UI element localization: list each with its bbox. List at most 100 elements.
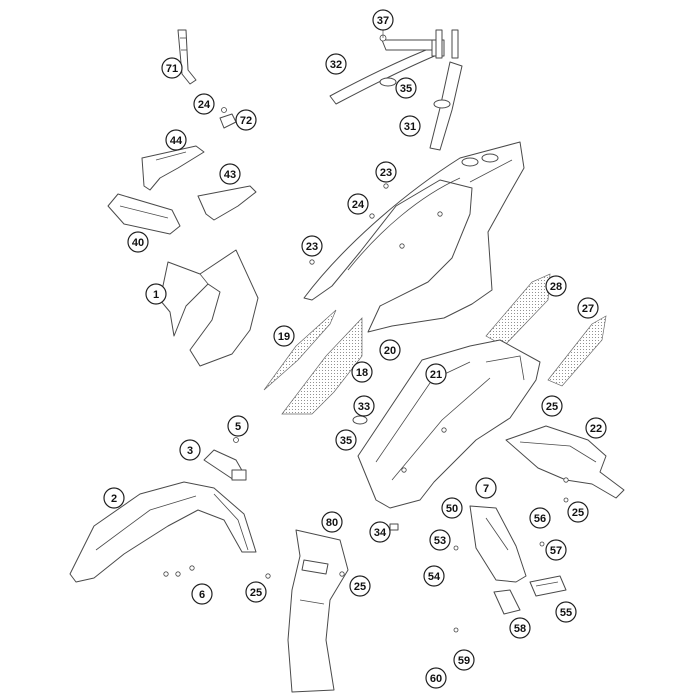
- callout-label: 19: [278, 331, 290, 343]
- callout-25b: 25: [349, 575, 371, 597]
- callout-label: 43: [224, 169, 236, 181]
- callout-label: 37: [377, 15, 389, 27]
- callout-label: 25: [572, 507, 584, 519]
- callout-label: 23: [380, 167, 392, 179]
- parts-artwork: [69, 29, 625, 693]
- callout-40: 40: [127, 231, 149, 253]
- callout-57: 57: [545, 539, 567, 561]
- callout-label: 80: [326, 517, 338, 529]
- part-28-decal: [485, 273, 551, 347]
- callout-label: 57: [550, 545, 562, 557]
- callout-25d: 25: [567, 501, 589, 523]
- callout-label: 18: [356, 367, 368, 379]
- part-80-rear-fender-hugger: [265, 529, 349, 693]
- callout-58: 58: [509, 617, 531, 639]
- callout-28: 28: [545, 275, 567, 297]
- callout-24b: 24: [347, 193, 369, 215]
- callout-23a: 23: [375, 161, 397, 183]
- part-21-airbox: [357, 339, 541, 509]
- callout-50: 50: [441, 497, 463, 519]
- callout-59: 59: [453, 649, 475, 671]
- callout-34: 34: [369, 521, 391, 543]
- callout-44: 44: [165, 129, 187, 151]
- callout-label: 6: [199, 589, 205, 601]
- callout-label: 23: [306, 241, 318, 253]
- callout-27: 27: [577, 297, 599, 319]
- callout-label: 28: [550, 281, 562, 293]
- callout-label: 25: [354, 581, 366, 593]
- callout-43: 43: [219, 163, 241, 185]
- part-50-license-plate-holder: [469, 505, 527, 583]
- callout-label: 25: [546, 401, 558, 413]
- callout-label: 40: [132, 237, 144, 249]
- callout-60: 60: [425, 667, 447, 689]
- part-34-nut: [389, 523, 399, 531]
- callout-35: 35: [395, 77, 417, 99]
- callout-32: 32: [325, 53, 347, 75]
- part-44-bracket: [141, 145, 205, 191]
- callout-label: 24: [198, 99, 211, 111]
- callout-25a: 25: [541, 395, 563, 417]
- part-2-front-fender: [69, 481, 257, 583]
- callout-label: 1: [153, 289, 159, 301]
- callout-72: 72: [235, 109, 257, 131]
- callout-label: 34: [374, 527, 387, 539]
- part-3-bracket: [203, 437, 247, 481]
- callout-label: 31: [404, 121, 416, 133]
- callout-label: 53: [434, 535, 446, 547]
- callout-label: 33: [358, 401, 370, 413]
- callout-label: 58: [514, 623, 526, 635]
- callout-23b: 23: [301, 235, 323, 257]
- callout-label: 25: [250, 587, 262, 599]
- part-32-grab-handle: [329, 34, 445, 105]
- callout-label: 5: [235, 421, 241, 433]
- part-72-clip: [219, 107, 237, 129]
- callout-label: 55: [560, 607, 572, 619]
- callout-7: 7: [475, 477, 497, 499]
- part-55-reflector: [529, 575, 567, 597]
- callout-5: 5: [227, 415, 249, 437]
- part-43-bracket: [197, 185, 257, 221]
- callout-53: 53: [429, 529, 451, 551]
- part-19-decal: [263, 309, 337, 391]
- callout-35b: 35: [335, 429, 357, 451]
- part-1-headlight-mask: [159, 249, 259, 367]
- callout-label: 20: [384, 345, 396, 357]
- callout-20: 20: [379, 339, 401, 361]
- callout-1: 1: [145, 283, 167, 305]
- callout-label: 2: [111, 493, 117, 505]
- part-20-tail-section: [303, 141, 525, 333]
- callout-label: 56: [534, 513, 546, 525]
- part-58-bracket: [493, 589, 521, 615]
- part-31-rail: [429, 29, 463, 151]
- part-33-grommet: [352, 415, 368, 425]
- callout-2: 2: [103, 487, 125, 509]
- callout-label: 72: [240, 115, 252, 127]
- callout-24a: 24: [193, 93, 215, 115]
- callout-label: 50: [446, 503, 458, 515]
- callout-label: 54: [428, 571, 441, 583]
- callout-21: 21: [425, 363, 447, 385]
- callout-label: 44: [170, 135, 183, 147]
- callout-33: 33: [353, 395, 375, 417]
- callout-label: 60: [430, 673, 442, 685]
- part-40-bracket: [107, 193, 181, 235]
- callout-label: 59: [458, 655, 470, 667]
- callout-31: 31: [399, 115, 421, 137]
- callout-25c: 25: [245, 581, 267, 603]
- callout-label: 24: [352, 199, 365, 211]
- callout-6: 6: [191, 583, 213, 605]
- callout-55: 55: [555, 601, 577, 623]
- callout-22: 22: [585, 417, 607, 439]
- callout-18: 18: [351, 361, 373, 383]
- callout-label: 7: [483, 483, 489, 495]
- callout-label: 32: [330, 59, 342, 71]
- part-22-rear-fender: [505, 425, 625, 499]
- callout-label: 22: [590, 423, 602, 435]
- callout-label: 35: [340, 435, 352, 447]
- callout-label: 35: [400, 83, 412, 95]
- callout-label: 71: [166, 63, 178, 75]
- callout-56: 56: [529, 507, 551, 529]
- callout-label: 27: [582, 303, 594, 315]
